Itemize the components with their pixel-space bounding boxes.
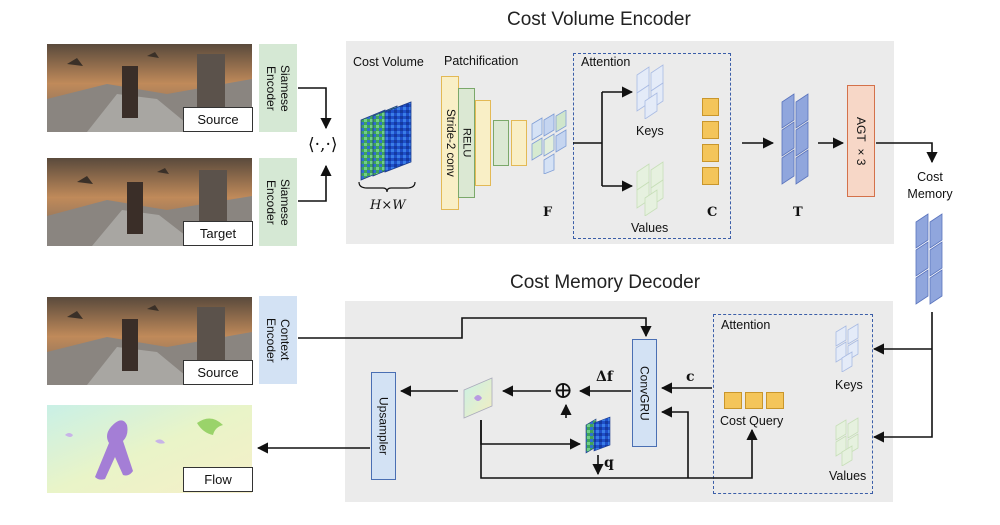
arrow-siamese1-sim [298, 87, 332, 130]
encoder-attention-box [573, 53, 731, 239]
flow-patch [463, 377, 493, 419]
query-token [745, 392, 763, 409]
patchification-label: Patchification [444, 54, 519, 68]
t-patches [781, 93, 809, 185]
decoder-keys-patches [835, 323, 859, 372]
plus-operator: ⊕ [553, 376, 574, 404]
decoder-panel [345, 301, 893, 502]
arrow-flow-costquery [480, 420, 758, 479]
convgru-block: ConvGRU [632, 339, 657, 447]
decoder-title: Cost Memory Decoder [510, 272, 701, 293]
stride-conv-label: Stride-2 conv [444, 109, 456, 177]
siamese-encoder-1: Siamese Encoder [259, 44, 297, 132]
c-token [702, 167, 719, 185]
source-caption-top: Source [183, 107, 253, 132]
arrow-agt-memory [876, 142, 938, 164]
arrow-siamese2-sim [298, 164, 332, 202]
upsampler-label: Upsampler [376, 396, 391, 456]
hw-brace [358, 181, 416, 193]
cost-memory-patches [915, 213, 943, 305]
t-label: T [793, 205, 803, 220]
arrow-memory-values [872, 312, 933, 443]
encoder-keys-label: Keys [636, 124, 664, 138]
source-caption-bottom: Source [183, 360, 253, 385]
cost-volume-stack [360, 101, 412, 181]
flow-caption: Flow [183, 467, 253, 492]
decoder-attention-label: Attention [721, 318, 771, 332]
encoder-values-patches [636, 161, 664, 216]
query-token [766, 392, 784, 409]
siamese-encoder-1-label: Siamese Encoder [264, 64, 292, 112]
target-caption: Target [183, 221, 253, 246]
context-encoder-label: Context Encoder [264, 317, 292, 363]
decoder-keys-label: Keys [835, 378, 863, 392]
conv-layer-2 [475, 100, 491, 186]
decoder-attention-box [713, 314, 873, 494]
relu-layer: RELU [458, 88, 475, 198]
c-token [702, 98, 719, 116]
context-encoder: Context Encoder [259, 296, 297, 384]
cost-query-tokens [724, 392, 784, 409]
encoder-title: Cost Volume Encoder [507, 9, 691, 30]
target-image [47, 158, 252, 246]
cost-memory-label: Cost Memory [907, 170, 953, 201]
agt-block: AGT ×3 [847, 85, 875, 197]
relu-label: RELU [460, 128, 473, 158]
f-label: F [543, 205, 553, 220]
convgru-label: ConvGRU [637, 365, 652, 421]
arrow-flow-q [480, 420, 582, 450]
encoder-keys-patches [636, 64, 664, 119]
decoder-values-patches [835, 417, 859, 466]
agt-label: AGT ×3 [854, 116, 868, 166]
encoder-attention-label: Attention [581, 55, 631, 69]
relu-layer-2 [493, 120, 509, 166]
f-feature-patches [531, 110, 567, 174]
c-token [702, 121, 719, 139]
siamese-encoder-2: Siamese Encoder [259, 158, 297, 246]
c-label: C [707, 205, 718, 220]
c-token-stack [702, 98, 719, 185]
c-lower-label: c [686, 369, 695, 385]
arrow-loop-convgru [660, 406, 689, 478]
q-patch [585, 416, 611, 454]
upsampler-block: Upsampler [371, 372, 396, 480]
delta-f-label: Δf [596, 369, 613, 385]
cost-query-label: Cost Query [720, 414, 784, 428]
siamese-encoder-2-label: Siamese Encoder [264, 178, 292, 226]
conv-layer-3 [511, 120, 527, 166]
c-token [702, 144, 719, 162]
similarity-operator: ⟨·,·⟩ [308, 135, 338, 155]
query-token [724, 392, 742, 409]
q-label: q [604, 455, 614, 471]
encoder-values-label: Values [631, 221, 669, 235]
decoder-values-label: Values [829, 469, 867, 483]
arrow-context-convgru [298, 317, 652, 339]
cost-volume-label: Cost Volume [353, 55, 424, 69]
hw-label: H×W [370, 198, 406, 213]
